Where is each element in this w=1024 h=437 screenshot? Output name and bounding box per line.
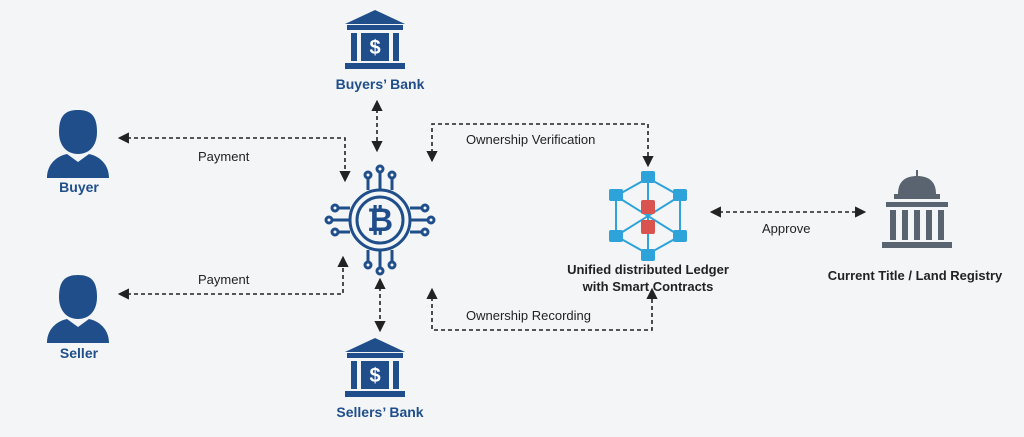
user-icon — [47, 110, 109, 178]
payment-seller-label: Payment — [198, 272, 250, 287]
ledger-label: Unified distributed Ledger with Smart Co… — [548, 262, 748, 294]
user-icon — [47, 275, 109, 343]
bank-icon: $ — [345, 338, 405, 397]
svg-text:₿: ₿ — [367, 202, 393, 238]
ownership-verification-label: Ownership Verification — [466, 132, 596, 147]
payment-buyer-label: Payment — [198, 149, 250, 164]
svg-text:$: $ — [369, 37, 380, 59]
arrow-ownership-recording — [426, 287, 658, 331]
approve-label: Approve — [762, 221, 811, 236]
sellers-bank-label: Sellers’ Bank — [336, 404, 424, 420]
bank-icon: $ — [345, 10, 405, 69]
arrow-ownership-verification — [426, 123, 654, 168]
arrow-payment-buyer — [117, 132, 351, 183]
ledger-label-line2: with Smart Contracts — [582, 279, 714, 294]
government-building-icon — [882, 170, 952, 248]
buyers-bank-label: Buyers’ Bank — [335, 76, 425, 92]
buyer-label: Buyer — [59, 179, 99, 195]
ledger-label-line1: Unified distributed Ledger — [567, 262, 729, 277]
svg-text:$: $ — [369, 365, 380, 387]
registry-label: Current Title / Land Registry — [827, 268, 1003, 283]
ledger-network-icon — [609, 171, 687, 261]
ownership-recording-label: Ownership Recording — [466, 308, 592, 323]
arrow-payment-seller — [117, 255, 349, 300]
seller-label: Seller — [59, 345, 99, 361]
bitcoin-circuit-icon: ₿ — [324, 164, 436, 276]
